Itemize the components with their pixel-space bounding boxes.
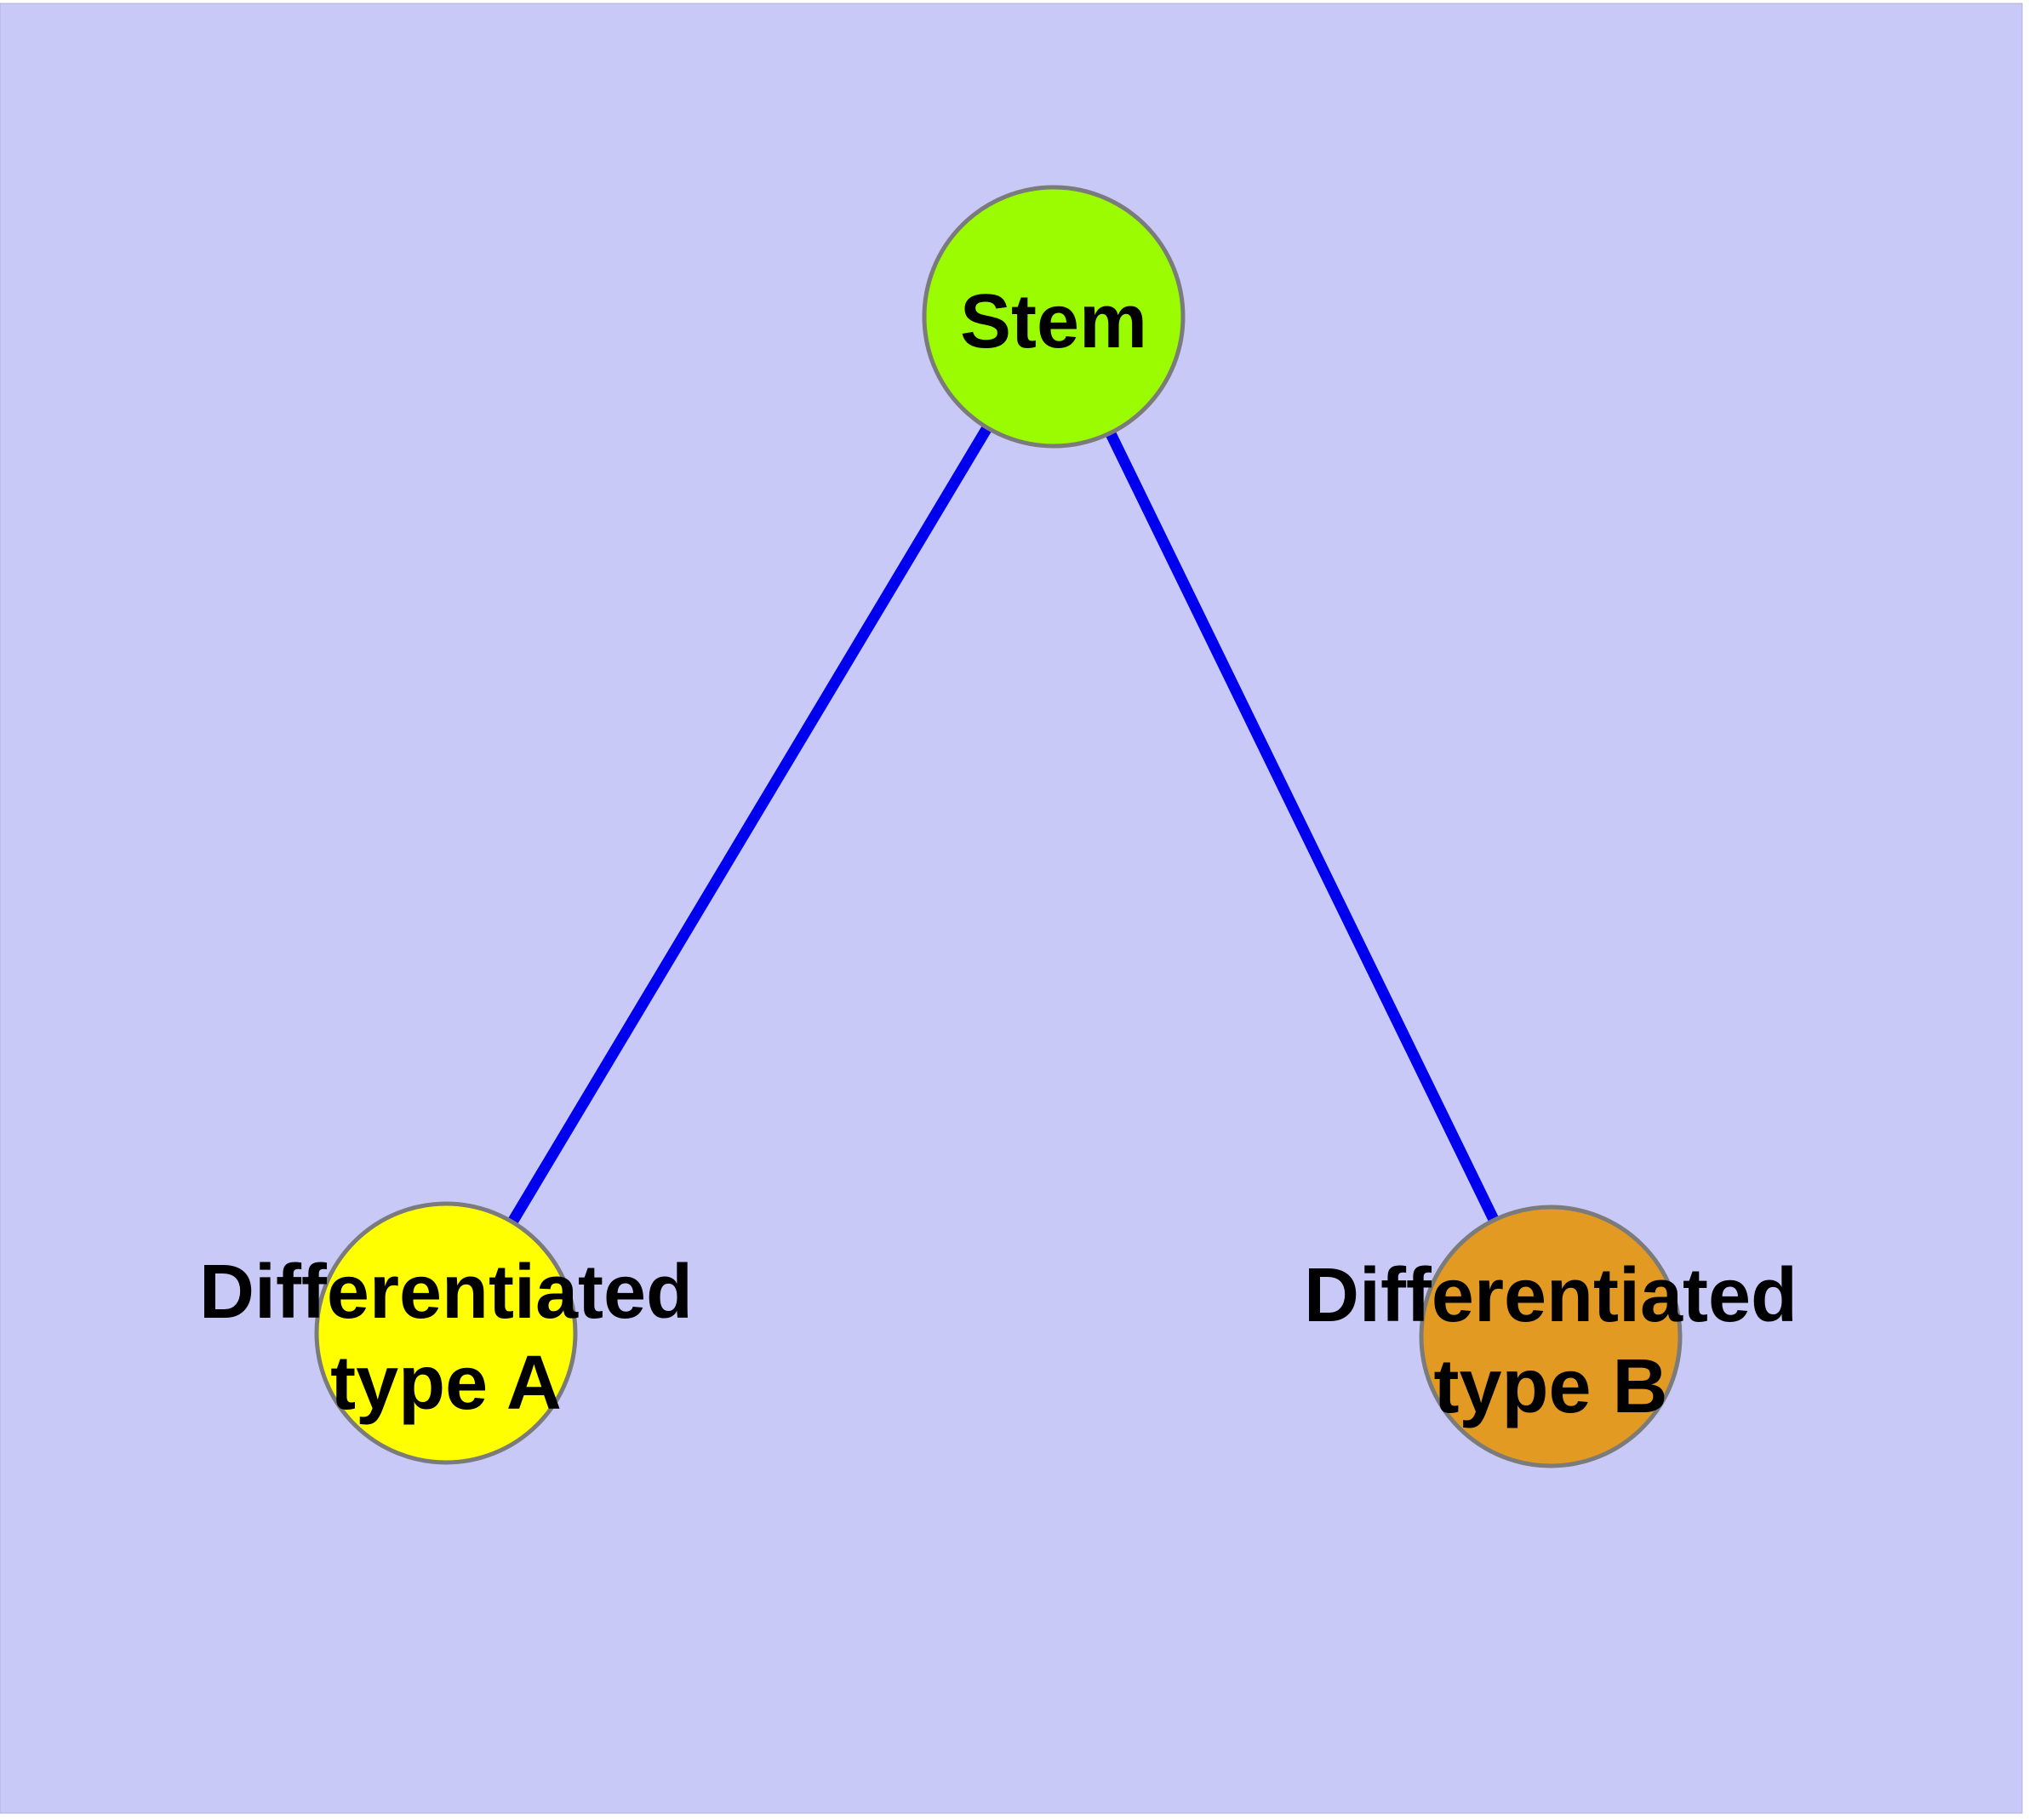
node-type-a-label-line1: Differentiated (199, 1250, 693, 1335)
edge-stem-to-type-b (1049, 314, 1556, 1339)
node-stem-label: Stem (960, 279, 1147, 364)
node-type-b-label-line1: Differentiated (1304, 1253, 1798, 1338)
node-type-b-circle (1419, 1205, 1683, 1468)
node-stem-circle (922, 185, 1186, 449)
node-type-a-label-line2: type A (330, 1341, 562, 1426)
node-type-b-label-line2: type B (1433, 1344, 1667, 1429)
edge-stem-to-type-a (441, 313, 1059, 1336)
node-type-a-circle (314, 1201, 578, 1465)
